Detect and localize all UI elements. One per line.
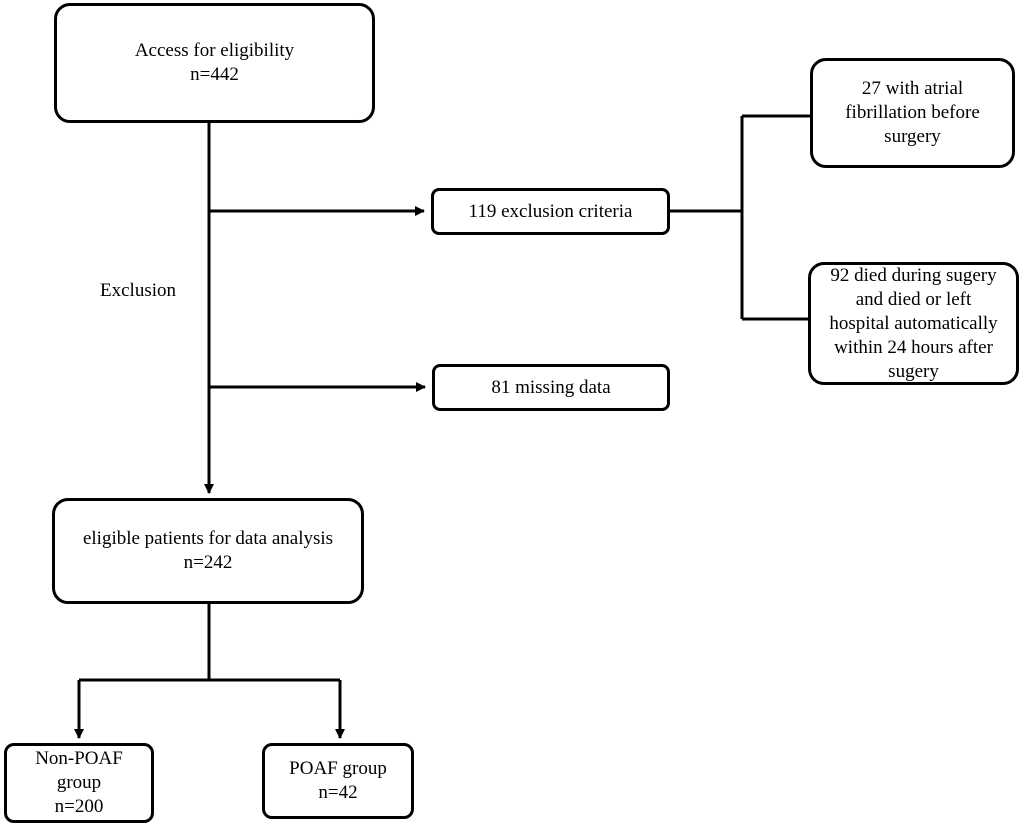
access-eligibility-box: Access for eligibility n=442 xyxy=(54,3,375,123)
eligible-patients-box: eligible patients for data analysis n=24… xyxy=(52,498,364,604)
non-poaf-count: n=200 xyxy=(54,796,104,817)
died-line5: sugery xyxy=(888,360,939,382)
af-line1: 27 with atrial xyxy=(861,78,964,99)
missing-data-text: 81 missing data xyxy=(491,376,611,398)
poaf-count: n=42 xyxy=(318,782,358,803)
died-line2: and died or left xyxy=(855,288,972,310)
died-line1: 92 died during sugery xyxy=(830,264,997,286)
poaf-group-box: POAF group n=42 xyxy=(262,743,414,819)
died-line3: hospital automatically xyxy=(829,312,998,334)
died-line4: within 24 hours after xyxy=(834,336,993,358)
non-poaf-line2: group xyxy=(56,772,102,793)
af-line2: fibrillation before xyxy=(845,102,980,123)
af-before-surgery-box: 27 with atrial fibrillation before surge… xyxy=(810,58,1015,168)
eligible-count: n=242 xyxy=(183,552,233,573)
exclusion-label: Exclusion xyxy=(100,280,176,301)
access-title: Access for eligibility xyxy=(134,40,295,61)
non-poaf-line1: Non-POAF xyxy=(35,748,123,769)
non-poaf-group-box: Non-POAF group n=200 xyxy=(4,743,154,823)
poaf-line1: POAF group xyxy=(289,758,387,779)
exclusion-criteria-text: 119 exclusion criteria xyxy=(468,200,633,222)
missing-data-box: 81 missing data xyxy=(432,364,670,411)
eligible-title: eligible patients for data analysis xyxy=(82,528,334,549)
exclusion-criteria-box: 119 exclusion criteria xyxy=(431,188,670,235)
died-during-surgery-box: 92 died during sugery and died or left h… xyxy=(808,262,1019,385)
af-line3: surgery xyxy=(884,126,941,147)
access-count: n=442 xyxy=(190,64,239,85)
